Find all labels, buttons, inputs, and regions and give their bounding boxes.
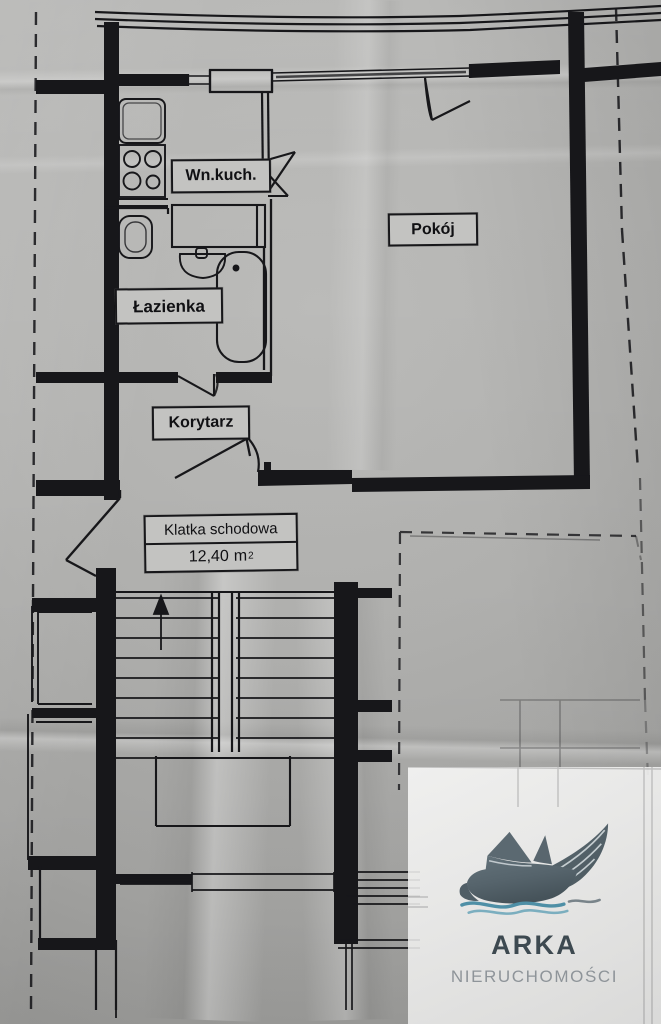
kitchen-sink-icon — [118, 98, 166, 144]
counter-icon — [119, 198, 168, 207]
stair-landing — [154, 756, 292, 828]
ark-boat-icon — [459, 823, 608, 915]
window-icon — [188, 67, 471, 85]
dashed-boundary-line — [635, 535, 642, 561]
structural-walls — [258, 462, 590, 492]
stair-stringer — [210, 592, 241, 752]
up-arrow-icon — [152, 593, 170, 650]
bathroom-walls — [104, 372, 272, 383]
faint-plan-lines — [500, 699, 640, 770]
room-label-text: Wn.kuch. — [185, 166, 257, 185]
cooktop-four-burner-icon — [118, 144, 166, 198]
room-label-text: Łazienka — [132, 296, 206, 316]
faint-plan-lines — [409, 535, 601, 541]
room-label-text: Pokój — [411, 220, 455, 238]
door-swing-icon — [423, 77, 471, 121]
stairwell-area-exponent: 2 — [248, 550, 254, 562]
window-icon — [120, 872, 335, 892]
dashed-boundary-line — [397, 530, 637, 791]
exterior-wall-top — [94, 4, 661, 33]
counter-icon — [170, 203, 267, 249]
room-label-text: Korytarz — [168, 413, 234, 432]
stairwell-area-value: 12,40 — [188, 547, 229, 566]
bottom-left-room — [38, 938, 116, 950]
dashed-boundary-line — [643, 699, 650, 781]
stairwell-walls — [28, 568, 392, 944]
stair-treads — [116, 597, 334, 759]
stairwell-area-unit: m — [233, 547, 248, 565]
agency-watermark: ARKA NIERUCHOMOŚCI — [408, 767, 661, 1024]
room-label-bathroom: Łazienka — [114, 287, 224, 325]
bathroom-walls — [262, 199, 273, 376]
structural-walls — [36, 480, 120, 496]
room-label-kitchenette: Wn.kuch. — [170, 158, 272, 194]
door-swing-icon — [266, 150, 296, 193]
brand-name: ARKA — [491, 930, 578, 960]
toilet-icon — [118, 215, 153, 259]
bathroom-walls — [104, 206, 170, 214]
brand-subtitle: NIERUCHOMOŚCI — [450, 967, 619, 986]
window-icon — [186, 64, 472, 92]
room-label-corridor: Korytarz — [151, 405, 251, 441]
bathtub-icon — [215, 250, 268, 364]
dashed-boundary-line — [638, 477, 647, 701]
door-swing-icon — [267, 173, 289, 198]
stairwell-name: Klatka schodowa — [145, 514, 297, 546]
door-swing-icon — [177, 373, 219, 397]
stairwell-side-rooms — [27, 606, 92, 860]
room-label-text: Klatka schodowa — [163, 519, 278, 539]
structural-walls — [36, 12, 661, 500]
stairwell-outline — [65, 490, 122, 578]
washbasin-icon — [178, 247, 227, 279]
room-label-room: Pokój — [387, 212, 479, 247]
